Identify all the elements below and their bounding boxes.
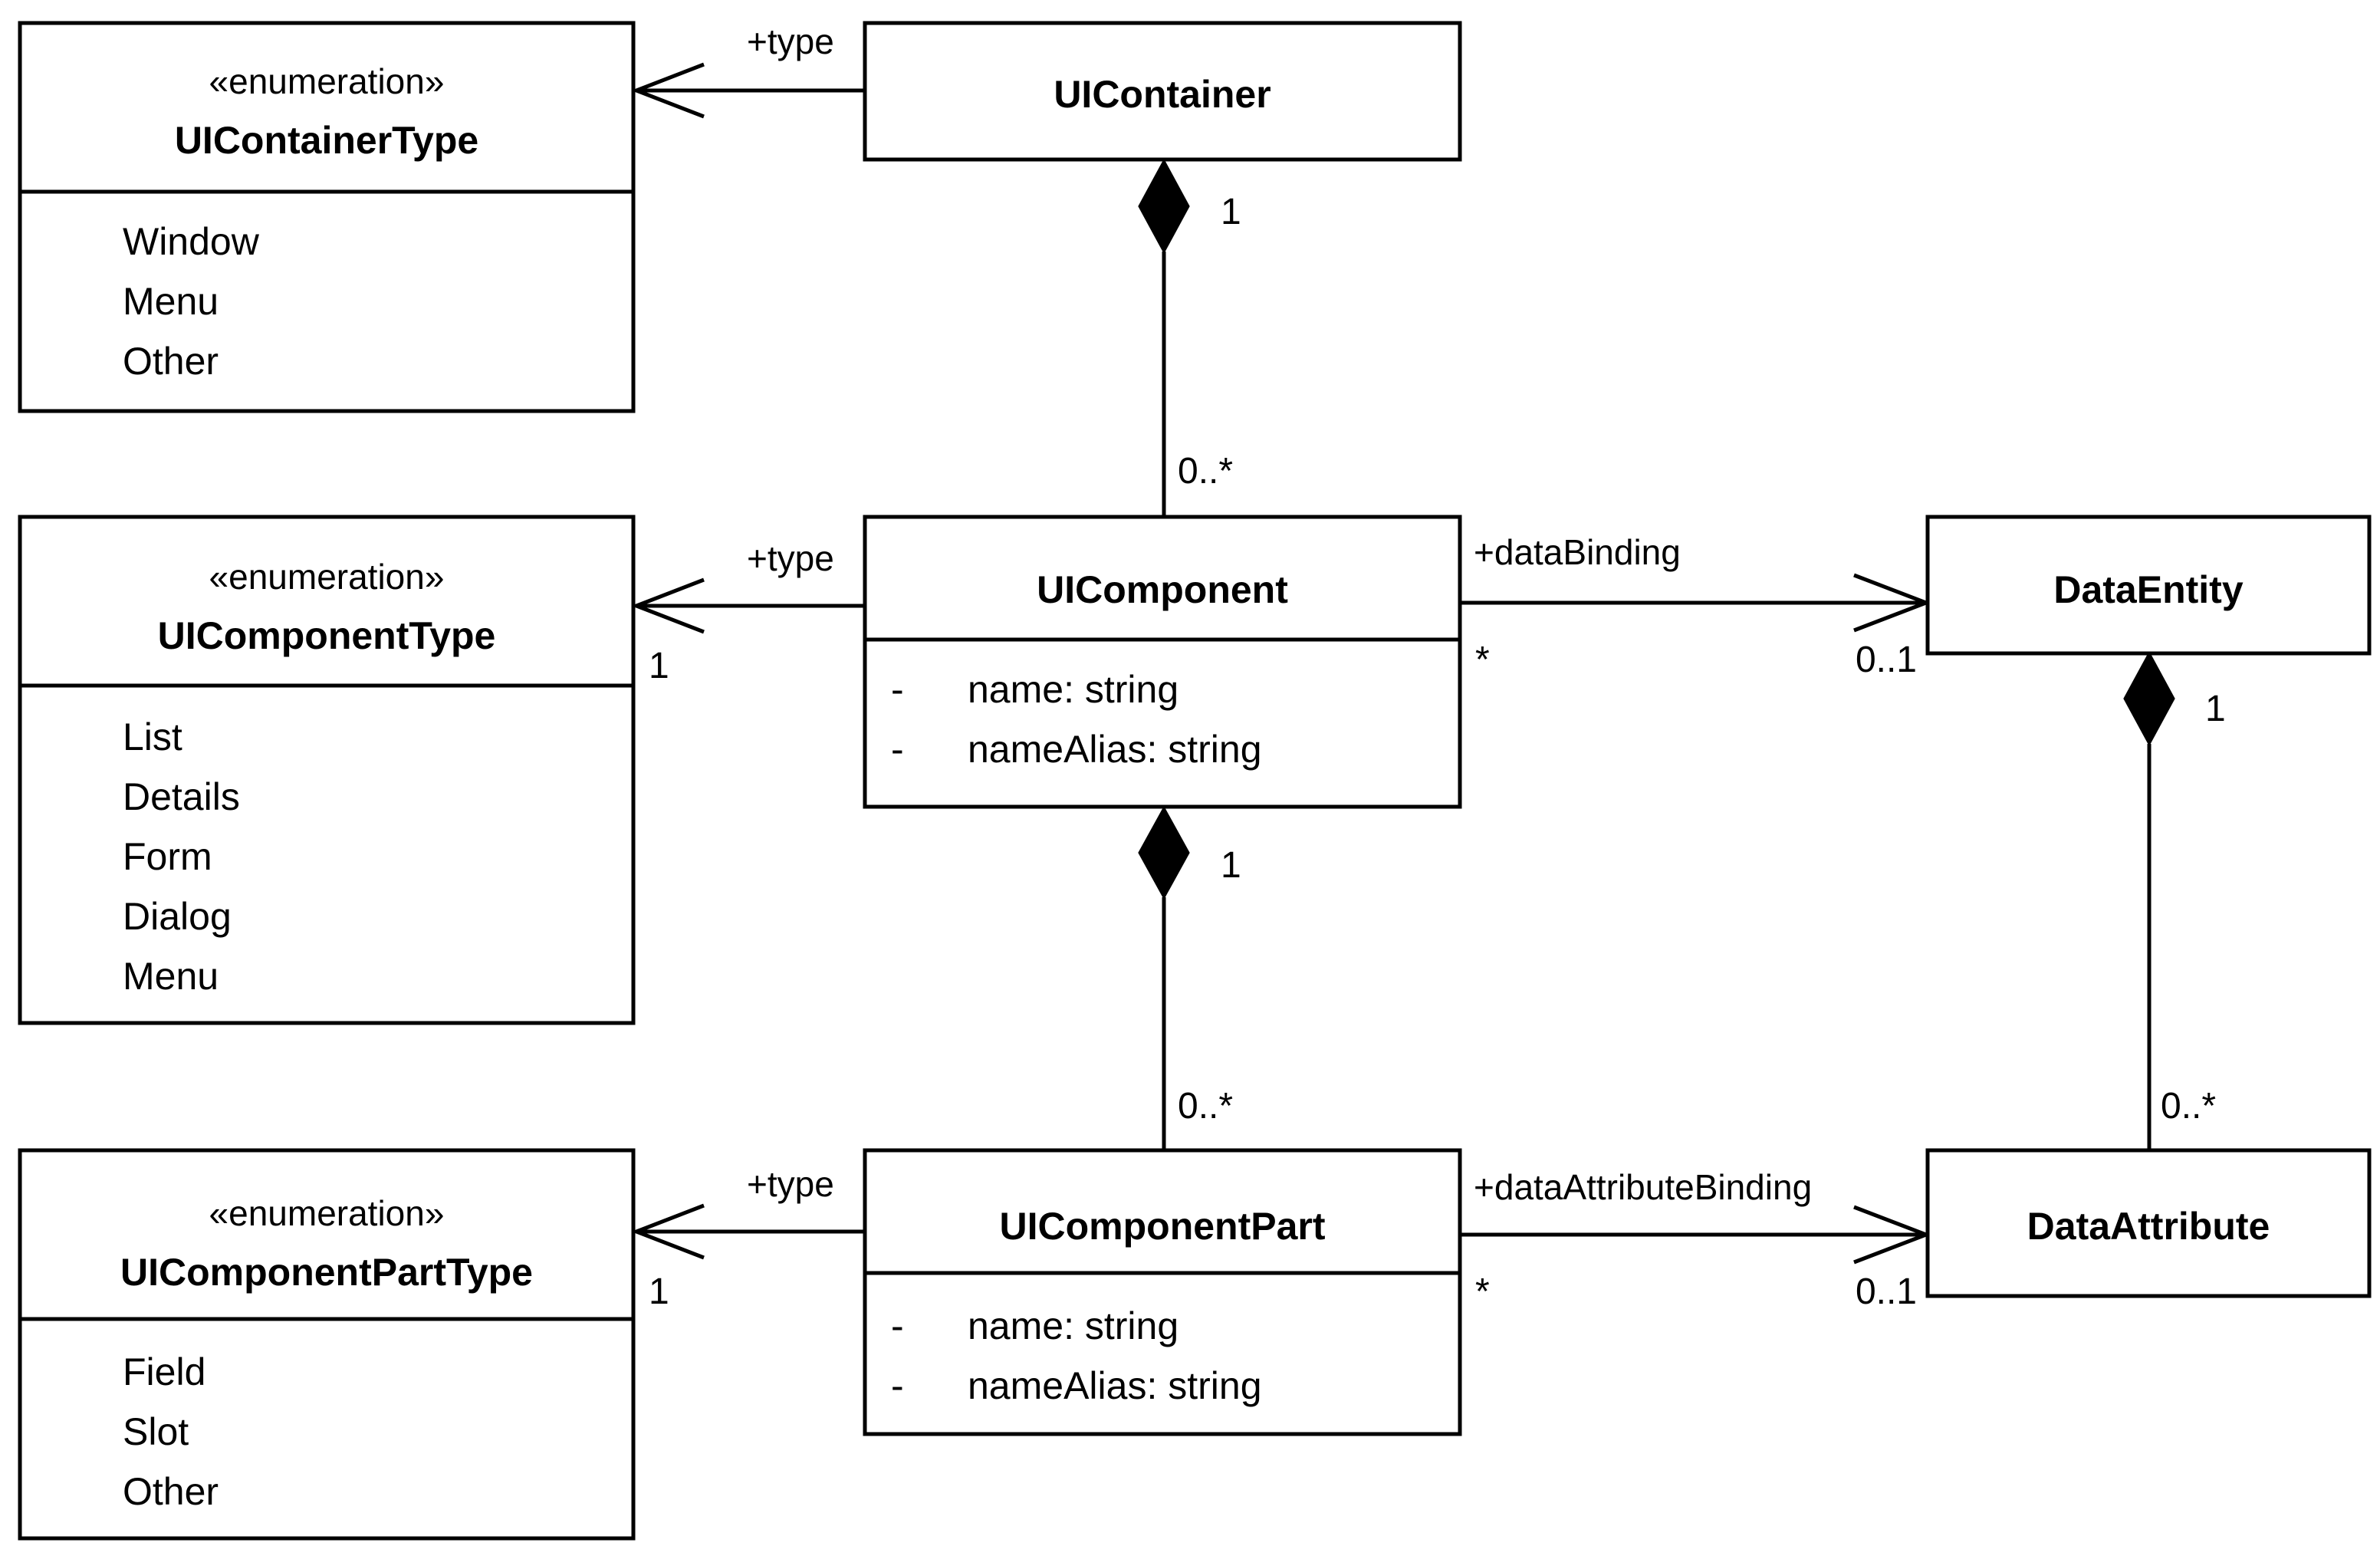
class-ui-component-part-type[interactable]: «enumeration» UIComponentPartType Field … xyxy=(18,1148,636,1541)
class-name: UIContainerType xyxy=(175,119,478,162)
association-data-binding xyxy=(1460,573,1931,633)
attribute-visibility: - xyxy=(891,668,904,711)
multiplicity-data-binding-source: * xyxy=(1475,640,1490,680)
multiplicity-component-whole: 1 xyxy=(1221,845,1241,886)
class-ui-container-type[interactable]: «enumeration» UIContainerType Window Men… xyxy=(18,21,636,413)
class-ui-component-type[interactable]: «enumeration» UIComponentType List Detai… xyxy=(18,515,636,1025)
multiplicity-container-whole: 1 xyxy=(1221,192,1241,232)
enum-literal: Other xyxy=(123,1470,219,1513)
enum-literal: Menu xyxy=(123,280,219,323)
enum-literal: Other xyxy=(123,340,219,383)
class-name: UIComponentPart xyxy=(1000,1205,1326,1248)
enum-literal: Menu xyxy=(123,955,219,998)
role-label-part-type: +type xyxy=(747,1164,834,1204)
attribute-visibility: - xyxy=(891,728,904,771)
multiplicity-container-part: 0..* xyxy=(1178,451,1233,492)
multiplicity-part-type: 1 xyxy=(649,1271,669,1312)
multiplicity-component-type: 1 xyxy=(649,646,669,686)
class-data-attribute[interactable]: DataAttribute xyxy=(1925,1148,2372,1298)
stereotype-label: «enumeration» xyxy=(209,557,445,597)
multiplicity-entity-part: 0..* xyxy=(2161,1086,2216,1127)
enum-literal: Slot xyxy=(123,1410,189,1453)
role-label-container-type: +type xyxy=(747,21,834,61)
multiplicity-data-attribute-binding-target: 0..1 xyxy=(1856,1271,1917,1312)
multiplicity-data-binding-target: 0..1 xyxy=(1856,640,1917,680)
class-name: DataAttribute xyxy=(2027,1205,2270,1248)
class-ui-component-part[interactable]: UIComponentPart - name: string - nameAli… xyxy=(863,1148,1462,1436)
attribute-visibility: - xyxy=(891,1304,904,1347)
multiplicity-data-attribute-binding-source: * xyxy=(1475,1271,1490,1312)
role-label-component-type: +type xyxy=(747,538,834,578)
class-name: DataEntity xyxy=(2053,568,2243,611)
stereotype-label: «enumeration» xyxy=(209,61,445,101)
class-name: UIComponentType xyxy=(158,614,496,657)
composition-component-part xyxy=(1138,805,1190,1150)
enum-literal: Field xyxy=(123,1350,205,1393)
attribute-text: name: string xyxy=(968,1304,1178,1347)
role-label-data-attribute-binding: +dataAttributeBinding xyxy=(1474,1167,1812,1207)
association-container-type xyxy=(631,62,865,119)
multiplicity-component-part: 0..* xyxy=(1178,1086,1233,1127)
class-ui-component[interactable]: UIComponent - name: string - nameAlias: … xyxy=(863,515,1462,809)
enum-literal: Dialog xyxy=(123,895,232,938)
association-part-type xyxy=(631,1203,865,1260)
composition-entity-attribute xyxy=(2123,650,2175,1150)
multiplicity-entity-whole: 1 xyxy=(2205,689,2226,729)
association-component-type xyxy=(631,577,865,634)
stereotype-label: «enumeration» xyxy=(209,1193,445,1233)
enum-literal: Window xyxy=(123,220,260,263)
enum-literal: List xyxy=(123,715,182,758)
attribute-text: nameAlias: string xyxy=(968,1364,1262,1407)
role-label-data-binding: +dataBinding xyxy=(1474,532,1681,572)
attribute-text: name: string xyxy=(968,668,1178,711)
enum-literal: Details xyxy=(123,775,240,818)
class-name: UIComponentPartType xyxy=(120,1251,533,1294)
association-data-attribute-binding xyxy=(1460,1205,1931,1265)
class-data-entity[interactable]: DataEntity xyxy=(1925,515,2372,656)
enum-literal: Form xyxy=(123,835,212,878)
composition-container-component xyxy=(1138,158,1190,517)
class-ui-container[interactable]: UIContainer xyxy=(863,21,1462,162)
attribute-visibility: - xyxy=(891,1364,904,1407)
attribute-text: nameAlias: string xyxy=(968,728,1262,771)
class-name: UIContainer xyxy=(1054,73,1271,116)
class-name: UIComponent xyxy=(1037,568,1288,611)
